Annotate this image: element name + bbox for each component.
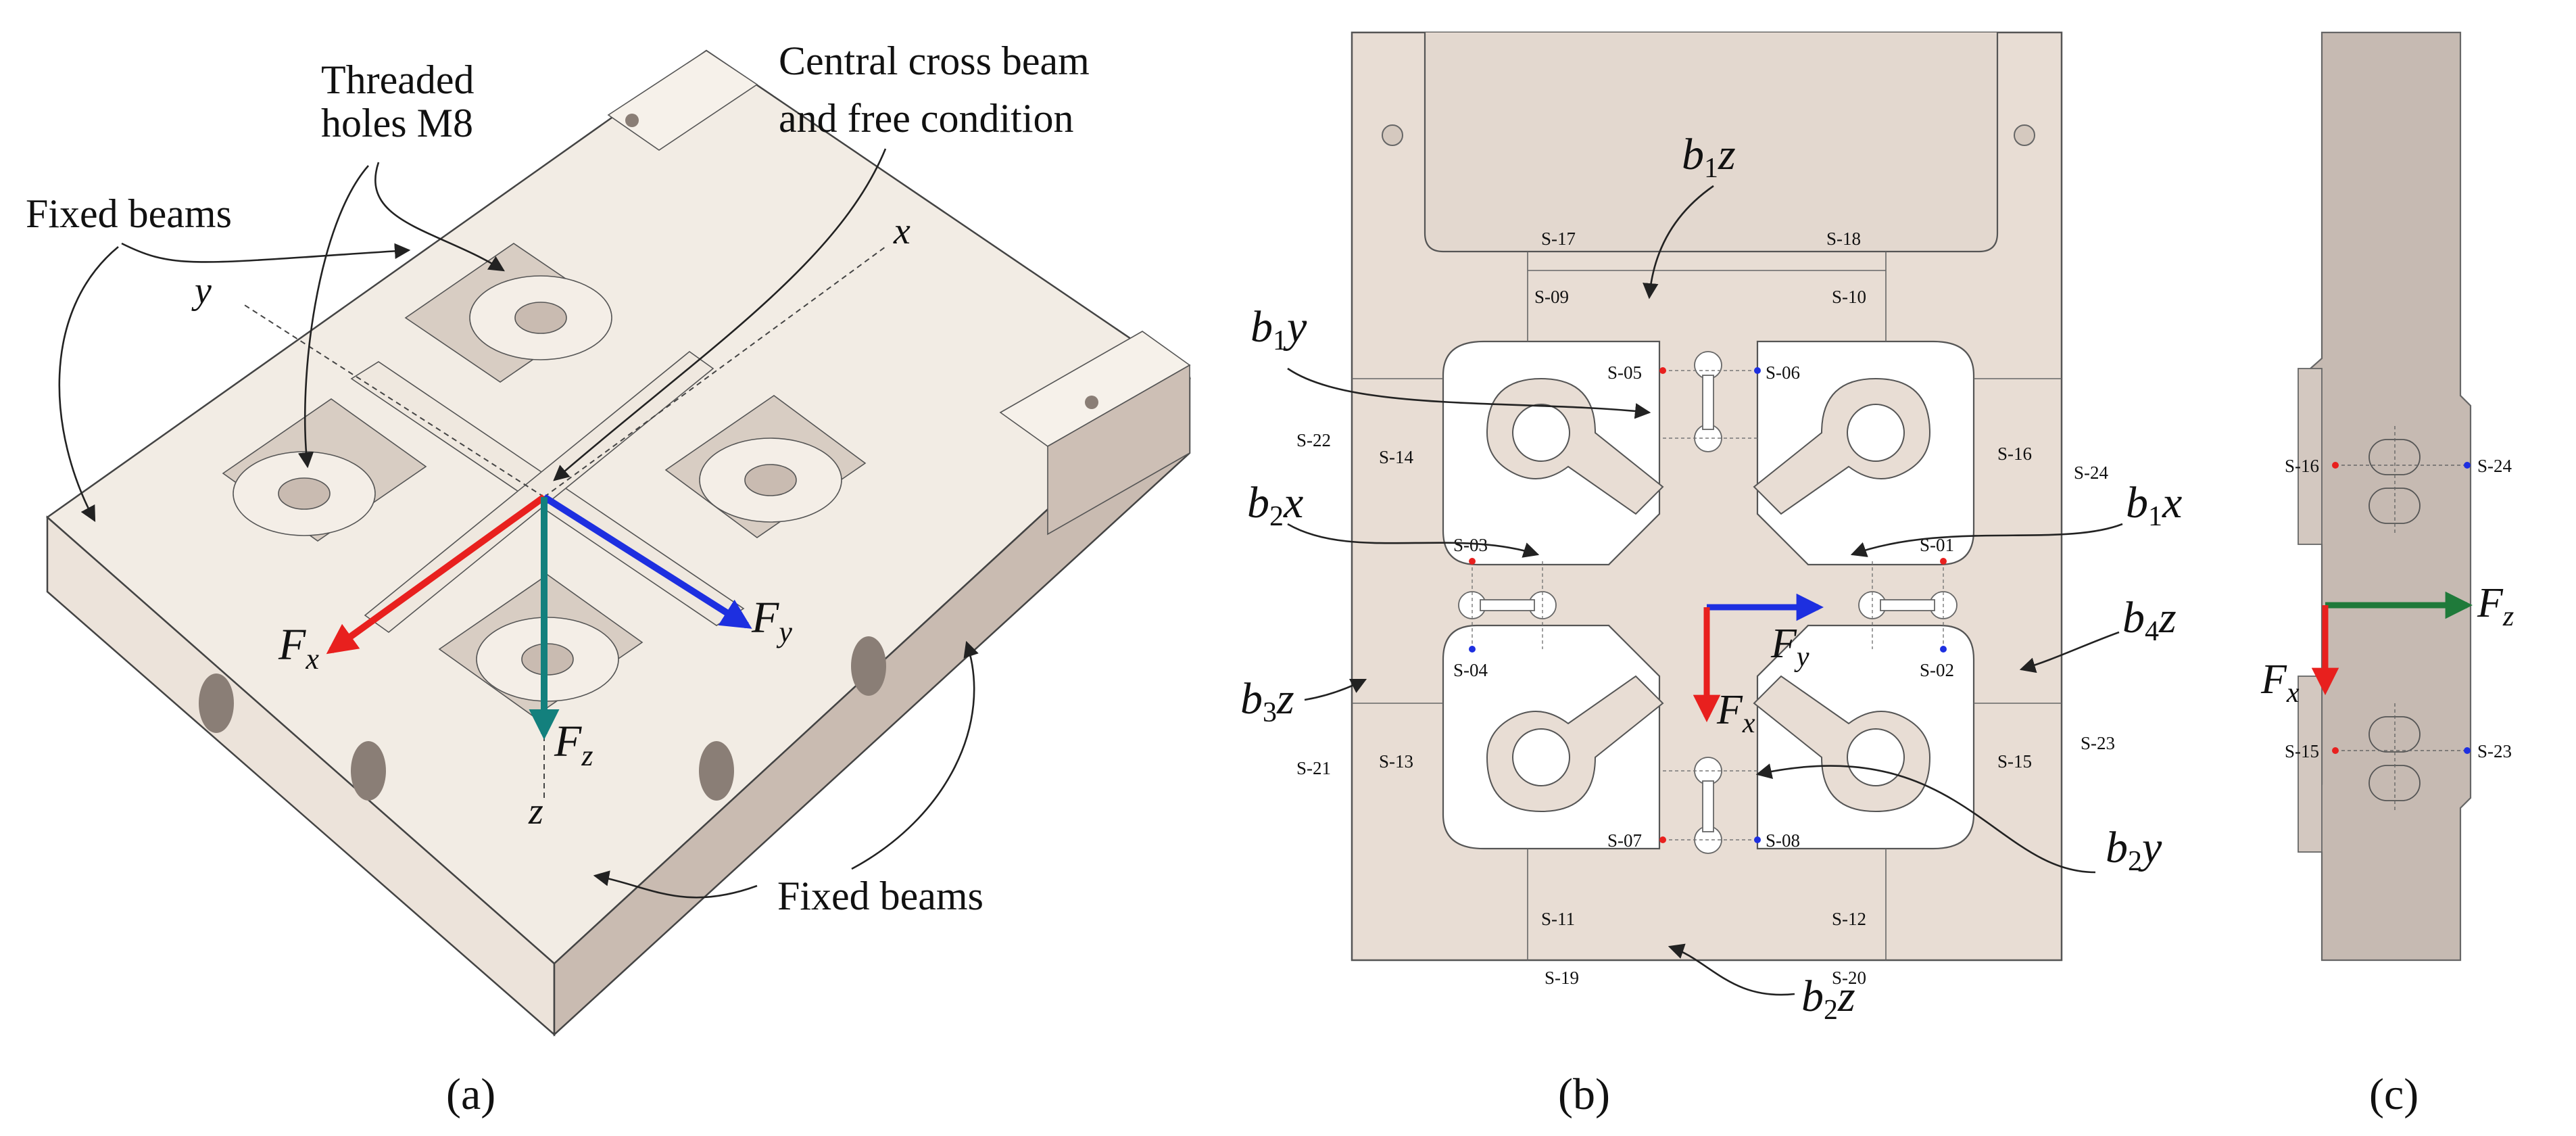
plate-c-side (2309, 31, 2472, 962)
gauge-c-s15: S-15 (2285, 741, 2319, 761)
gauge-s22: S-22 (1296, 430, 1331, 450)
gauge-s12: S-12 (1832, 909, 1866, 929)
beam-lines (1352, 252, 2062, 960)
gauge-s07: S-07 (1607, 830, 1642, 851)
label-fy-a: Fy (751, 593, 792, 648)
label-cross-beam-1: Central cross beam (779, 39, 1090, 83)
block-top-face (45, 49, 1192, 965)
mount-hole-right (2014, 124, 2035, 146)
label-axis-y: y (191, 270, 212, 312)
x-axis-line (543, 246, 886, 498)
gauge-c-s24: S-24 (2477, 456, 2512, 476)
label-b4z: b4z (2122, 593, 2177, 647)
label-b2y: b2y (2106, 823, 2162, 877)
gauge-s09: S-09 (1534, 287, 1569, 307)
fixed-beam-upper (607, 50, 758, 151)
gauge-s21: S-21 (1296, 758, 1331, 778)
gauge-dots-b (1469, 367, 1947, 843)
leader-fixed-top-2 (58, 245, 119, 523)
leader-threaded-left (297, 165, 369, 469)
gauge-s08: S-08 (1766, 830, 1800, 851)
gauge-c-s23: S-23 (2477, 741, 2512, 761)
gauge-s06: S-06 (1766, 362, 1800, 383)
gauge-s23: S-23 (2081, 733, 2115, 753)
leader-b3z (1304, 678, 1367, 701)
gauge-s14: S-14 (1379, 447, 1414, 467)
label-b1y: b1y (1250, 302, 1307, 356)
gauge-s13: S-13 (1379, 751, 1413, 772)
pad-holes (1512, 404, 1905, 786)
leader-b2z (1668, 943, 1795, 996)
leader-cross-beam (553, 148, 887, 481)
gauge-s11: S-11 (1541, 909, 1575, 929)
gauge-c-s16: S-16 (2285, 456, 2319, 476)
gauge-s15: S-15 (1997, 751, 2032, 772)
leader-fixed-bottom-1 (593, 870, 758, 899)
leader-threaded-top (374, 162, 505, 272)
caption-b: (b) (1558, 1070, 1610, 1119)
label-fx-b: Fx (1716, 687, 1755, 739)
label-fixed-beams-top: Fixed beams (26, 191, 232, 236)
gauge-labels-b: S-01 S-02 S-03 S-04 S-05 S-06 S-07 S-08 … (1296, 229, 2115, 988)
gauge-s24: S-24 (2074, 463, 2109, 483)
caption-c: (c) (2369, 1070, 2419, 1119)
label-threaded-holes-1: Threaded (321, 57, 475, 102)
gauge-s02: S-02 (1920, 660, 1954, 680)
panel-c: S-16 S-24 S-15 S-23 Fz Fx (c) (2260, 31, 2514, 1119)
boss-left (233, 451, 376, 536)
leader-fixed-top-1 (121, 242, 411, 263)
panel-a: Threaded holes M8 Central cross beam and… (26, 39, 1192, 1119)
boss-top (469, 275, 612, 360)
label-fz-a: Fz (554, 717, 593, 772)
label-b3z: b3z (1240, 674, 1294, 728)
leader-fixed-bottom-2 (851, 640, 979, 870)
label-fy-b: Fy (1770, 621, 1809, 673)
gauge-s05: S-05 (1607, 362, 1642, 383)
leader-b1x (1850, 523, 2123, 557)
label-axis-x: x (893, 210, 910, 252)
boss-right (699, 437, 842, 523)
gauge-s16: S-16 (1997, 444, 2032, 464)
label-fx-c: Fx (2260, 657, 2300, 709)
side-tab-bottom (2298, 676, 2323, 853)
gauge-centerlines (1472, 370, 1944, 841)
gauge-centerlines-c (2335, 426, 2467, 811)
gauge-s17: S-17 (1541, 229, 1576, 249)
gauge-s04: S-04 (1453, 660, 1488, 680)
leader-b2x (1287, 523, 1540, 558)
fy-arrow (542, 494, 752, 629)
gauge-s20: S-20 (1832, 968, 1866, 988)
fx-arrow (326, 494, 546, 655)
gauge-s10: S-10 (1832, 287, 1866, 307)
label-cross-beam-2: and free condition (779, 96, 1074, 141)
label-fx-a: Fx (278, 620, 319, 676)
leader-b1z (1643, 185, 1714, 300)
flexure-slots (1458, 351, 1958, 854)
leader-b2y (1755, 763, 2096, 874)
label-fixed-beams-bottom: Fixed beams (777, 874, 983, 918)
leader-b1y (1287, 367, 1651, 419)
gauge-s18: S-18 (1826, 229, 1861, 249)
gauge-dots-c (2332, 462, 2471, 754)
fixed-beam-right-side (1047, 364, 1190, 536)
leader-b4z (2019, 631, 2120, 673)
side-holes (199, 114, 1098, 801)
top-recess (1424, 32, 1999, 253)
label-b1x: b1x (2126, 478, 2182, 532)
label-fz-c: Fz (2477, 580, 2514, 632)
caption-a: (a) (446, 1070, 495, 1119)
gauge-s19: S-19 (1545, 968, 1579, 988)
y-axis-line (243, 304, 545, 498)
label-b2z: b2z (1801, 972, 1855, 1026)
mount-hole-left (1382, 124, 1403, 146)
side-tab-top (2298, 368, 2323, 545)
label-b2x: b2x (1247, 478, 1303, 532)
label-threaded-holes-2: holes M8 (321, 101, 473, 145)
label-b1z: b1z (1682, 130, 1736, 184)
label-axis-z: z (528, 790, 543, 832)
panel-b: S-01 S-02 S-03 S-04 S-05 S-06 S-07 S-08 … (1240, 31, 2182, 1119)
